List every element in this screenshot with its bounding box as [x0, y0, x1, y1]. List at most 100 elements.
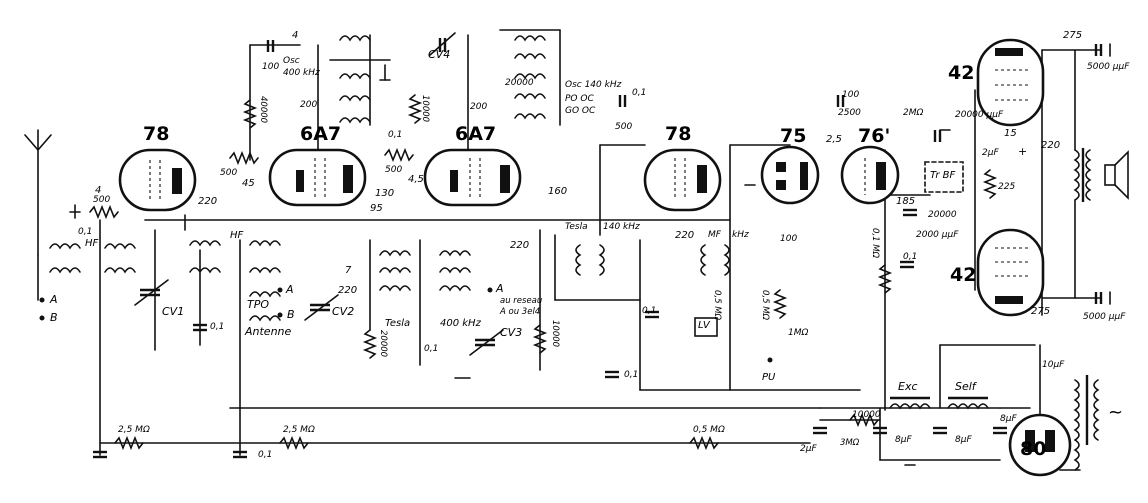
volt-7: 7: [345, 265, 352, 276]
cap-c01b: 0,1: [258, 450, 273, 460]
cap-c5000a: 5000 µµF: [1087, 62, 1130, 72]
cap-c2000uf: 2000 µµF: [916, 230, 959, 240]
label-au-reseau: au reseau: [500, 296, 543, 306]
coil-khz: kHz: [732, 230, 749, 240]
cap-c01i: 0,1: [78, 227, 93, 237]
cap-c200a: 200: [300, 100, 318, 110]
res-r3mo: 3MΩ: [840, 438, 860, 448]
label-tpo: TPO: [247, 298, 270, 311]
cap-c01e: 0,1: [642, 306, 657, 316]
volt-4b: 4: [292, 30, 299, 41]
cap-c8uf-a: 8µF: [895, 435, 912, 445]
cap-c8uf-c: 8µF: [1000, 414, 1017, 424]
coil-if1: 140 kHz: [603, 222, 640, 232]
coil-tesla2: Tesla: [565, 222, 588, 232]
volt-220a: 220: [198, 196, 218, 207]
res-r01mo: 0,1 MΩ: [870, 228, 880, 259]
res-r500d: 500: [615, 122, 633, 132]
label-ac: ~: [1108, 402, 1124, 423]
label-plus: +: [1018, 145, 1028, 158]
cap-c100b: 100: [780, 234, 798, 244]
coil-if2: 400 kHz: [440, 318, 481, 329]
cap-c5000b: 5000 µµF: [1083, 312, 1126, 322]
cap-c2uf-a: 2µF: [982, 148, 999, 158]
res-r25mo: 2,5 MΩ: [118, 425, 150, 435]
res-r05mo-c: 0,5 MΩ: [760, 290, 770, 321]
res-r10000c: 10000: [852, 410, 881, 420]
cap-cv1: CV1: [162, 305, 185, 318]
res-r05mo-b: 0,5 MΩ: [712, 290, 722, 321]
tube-76-label: 76': [858, 125, 891, 147]
cap-c01h: 0,1: [632, 88, 647, 98]
cap-cv2: CV2: [332, 305, 355, 318]
volt-95: 95: [370, 203, 383, 214]
tube-76: [840, 145, 900, 205]
cap-c8uf-b: 8µF: [955, 435, 972, 445]
cap-c20000c: 20000: [505, 78, 534, 88]
label-a3: A: [496, 282, 504, 295]
volt-160: 160: [548, 186, 568, 197]
volt-4a: 4: [95, 185, 102, 196]
tube-80: [1008, 413, 1072, 477]
res-r2mo: 2MΩ: [903, 108, 924, 118]
volt-220e: 220: [1041, 140, 1061, 151]
coil-tesla1: Tesla: [385, 318, 411, 329]
label-antenne: Antenne: [245, 325, 292, 338]
tube-6a7b: [423, 148, 522, 207]
res-r25mo-b: 2,5 MΩ: [283, 425, 315, 435]
volt-185: 185: [896, 196, 916, 207]
volt-220b: 220: [338, 285, 358, 296]
res-r1mo: 1MΩ: [788, 328, 809, 338]
coil-po: PO OC: [565, 94, 594, 104]
coil-osc2: Osc 140 kHz: [565, 80, 622, 90]
res-r500a: 500: [93, 195, 111, 205]
cap-c01c: 0,1: [424, 344, 439, 354]
label-a2: A: [286, 283, 294, 296]
res-r40000: 40000: [258, 96, 268, 124]
tube-6a7b-label: 6A7: [455, 123, 497, 145]
label-lv: LV: [698, 320, 710, 331]
coil-hf2: HF: [230, 230, 244, 241]
volt-15: 15: [1004, 128, 1017, 139]
volt-45a: 45: [242, 178, 255, 189]
res-r10000b: 10000: [550, 320, 560, 348]
cap-c01g: 0,1: [388, 130, 403, 140]
res-r500c: 500: [385, 165, 403, 175]
res-r05mo: 0,5 MΩ: [693, 425, 725, 435]
coil-osc1-freq: 400 kHz: [283, 68, 320, 78]
cap-c100c: 100: [842, 90, 860, 100]
boxes: [694, 161, 964, 337]
tube-42b-label: 42: [950, 264, 977, 286]
volt-130: 130: [375, 188, 395, 199]
wiring: [99, 29, 1101, 471]
antenna: [24, 129, 52, 301]
label-a1: A: [50, 293, 58, 306]
label-pu: PU: [762, 372, 776, 383]
cap-c01a: 0,1: [210, 322, 225, 332]
resistors: [89, 94, 998, 451]
tube-75-label: 75: [780, 125, 807, 147]
tube-80-label: 80: [1020, 438, 1047, 460]
res-r20000: 20000: [378, 330, 388, 358]
speaker-icon: [1104, 150, 1129, 200]
tube-42a: [976, 38, 1045, 127]
res-r225: 225: [998, 182, 1016, 192]
res-r500b: 500: [220, 168, 238, 178]
volt-220d: 220: [675, 230, 695, 241]
tube-78b: [643, 148, 722, 212]
transformer-trbf: Tr BF: [930, 170, 956, 181]
volt-220c: 220: [510, 240, 530, 251]
coil-go: GO OC: [565, 106, 596, 116]
volt-275a: 275: [1063, 30, 1083, 41]
res-r2500: 2500: [838, 108, 861, 118]
cap-c2uf-b: 2µF: [800, 444, 817, 454]
cap-c20000b: 20000 µµF: [955, 110, 1004, 120]
tube-42a-label: 42: [948, 62, 975, 84]
coil-hf1: HF: [85, 238, 99, 249]
terminals: [39, 287, 773, 363]
choke-self: Self: [955, 380, 976, 393]
cap-c01f: 0,1: [903, 252, 918, 262]
tube-78a: [118, 148, 197, 212]
volt-275b: 275: [1031, 306, 1051, 317]
